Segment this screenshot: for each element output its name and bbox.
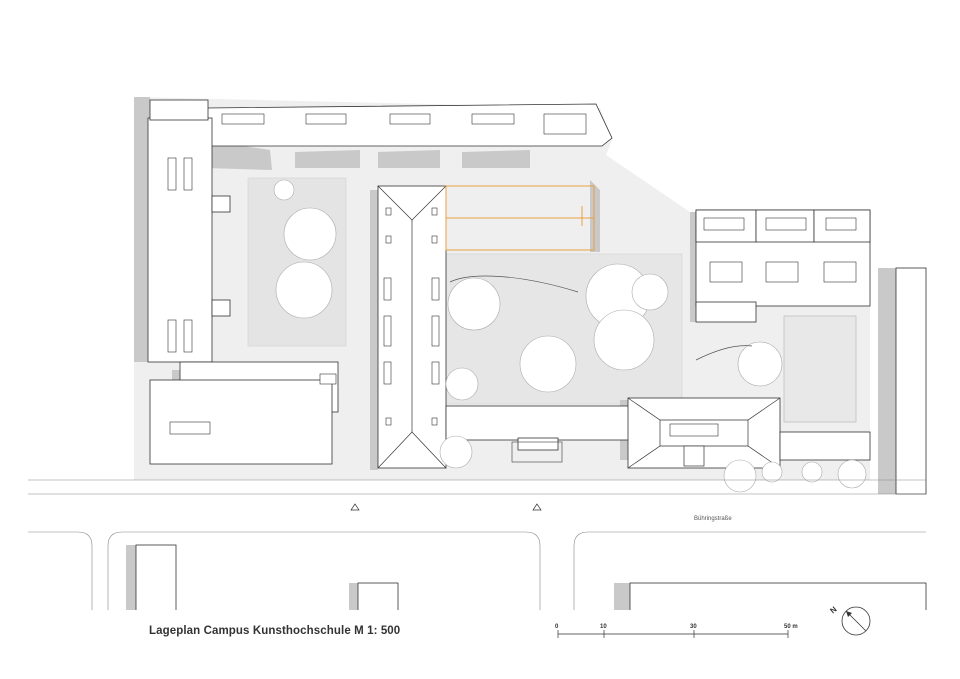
building-central-south [445,405,631,441]
north-arrow-icon [841,606,871,636]
building-shadows [126,97,898,610]
scale-label-30: 30 [690,624,697,630]
building-west-wing [147,117,213,363]
trees [273,179,867,493]
roof-windows [167,113,857,437]
street [28,479,926,610]
south-buildings [135,544,927,616]
plan-title: Lageplan Campus Kunsthochschule M 1: 500 [149,625,401,637]
paths [449,275,753,463]
street-name: Bühringstraße [694,516,732,522]
north-label: N [828,605,838,616]
scale-label-50: 50 m [784,624,798,630]
scale-label-0: 0 [555,624,559,630]
scale-label-10: 10 [600,624,607,630]
scale-bar [557,630,789,638]
new-building-highlight [445,185,595,251]
building-far-east [895,267,927,495]
entrance-markers [350,503,542,511]
roof-lines [377,185,781,469]
